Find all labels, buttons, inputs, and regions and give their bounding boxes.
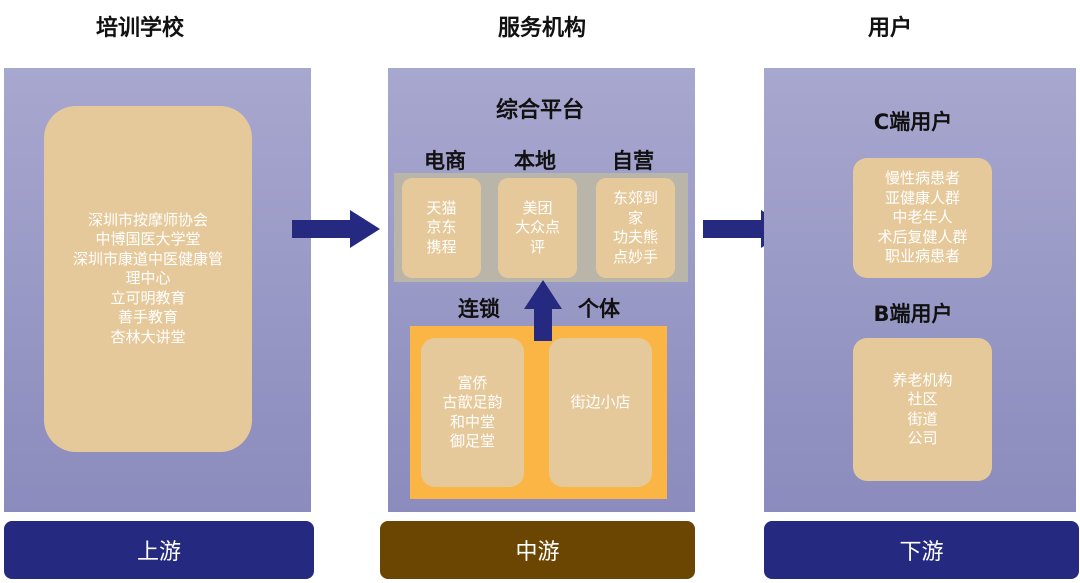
list-item: 富侨 xyxy=(457,373,488,392)
b-end-users-title: B端用户 xyxy=(873,302,953,326)
b-end-users-card: 养老机构 社区 街道 公司 xyxy=(853,338,992,481)
list-item: 杏林大讲堂 xyxy=(110,327,186,346)
list-item: 深圳市按摩师协会 xyxy=(87,210,208,229)
list-item: 中老年人 xyxy=(892,208,953,227)
arrow-up-icon xyxy=(524,280,562,341)
arrow-right-icon xyxy=(292,210,380,248)
list-item: 职业病患者 xyxy=(884,247,960,266)
list-item: 点妙手 xyxy=(612,247,658,266)
list-item: 御足堂 xyxy=(449,432,495,450)
category-label-local: 本地 xyxy=(514,149,556,173)
list-item: 评 xyxy=(529,237,545,256)
list-item: 和中堂 xyxy=(449,412,495,431)
list-item: 术后复健人群 xyxy=(877,227,968,246)
training-schools-list: 深圳市按摩师协会 中博国医大学堂 深圳市康道中医健康管 理中心 立可明教育 善手… xyxy=(73,211,223,348)
list-item: 善手教育 xyxy=(117,308,178,327)
list-item: 养老机构 xyxy=(892,370,953,389)
midstream-heading: 服务机构 xyxy=(497,16,586,41)
local-card: 美团 大众点 评 xyxy=(498,178,577,278)
platform-title: 综合平台 xyxy=(495,98,584,123)
list-item: 公司 xyxy=(907,429,938,447)
ecommerce-card: 天猫 京东 携程 xyxy=(402,178,481,278)
midstream-footer: 中游 xyxy=(380,521,695,579)
list-item: 社区 xyxy=(907,390,938,408)
list-item: 立可明教育 xyxy=(110,288,186,307)
training-schools-card: 深圳市按摩师协会 中博国医大学堂 深圳市康道中医健康管 理中心 立可明教育 善手… xyxy=(44,106,252,452)
list-item: 携程 xyxy=(426,237,457,256)
category-label-self-operated: 自营 xyxy=(612,149,654,173)
individual-label: 个体 xyxy=(578,297,620,321)
downstream-heading: 用户 xyxy=(867,16,912,41)
category-label-ecommerce: 电商 xyxy=(424,149,466,173)
c-end-users-card: 慢性病患者 亚健康人群 中老年人 术后复健人群 职业病患者 xyxy=(853,158,992,278)
chain-label: 连锁 xyxy=(458,297,500,321)
chain-stores-card: 富侨 古歆足韵 和中堂 御足堂 xyxy=(421,338,524,487)
upstream-footer: 上游 xyxy=(4,521,314,579)
self-operated-card: 东郊到 家 功夫熊 点妙手 xyxy=(596,178,675,278)
list-item: 美团 xyxy=(522,198,553,217)
list-item: 街边小店 xyxy=(570,393,631,411)
list-item: 京东 xyxy=(426,218,457,237)
list-item: 古歆足韵 xyxy=(442,393,503,411)
list-item: 东郊到 xyxy=(612,189,658,207)
individual-stores-card: 街边小店 xyxy=(549,338,652,487)
list-item: 天猫 xyxy=(426,198,457,217)
list-item: 中博国医大学堂 xyxy=(95,230,201,249)
upstream-heading: 培训学校 xyxy=(95,16,184,41)
list-item: 大众点 xyxy=(514,218,560,237)
list-item: 慢性病患者 xyxy=(884,169,960,188)
list-item: 家 xyxy=(627,208,643,227)
list-item: 深圳市康道中医健康管 xyxy=(72,249,223,268)
list-item: 亚健康人群 xyxy=(884,188,960,207)
list-item: 街道 xyxy=(907,409,938,428)
downstream-footer: 下游 xyxy=(764,521,1079,579)
c-end-users-title: C端用户 xyxy=(873,110,953,134)
list-item: 功夫熊 xyxy=(612,228,658,246)
list-item: 理中心 xyxy=(125,269,171,288)
